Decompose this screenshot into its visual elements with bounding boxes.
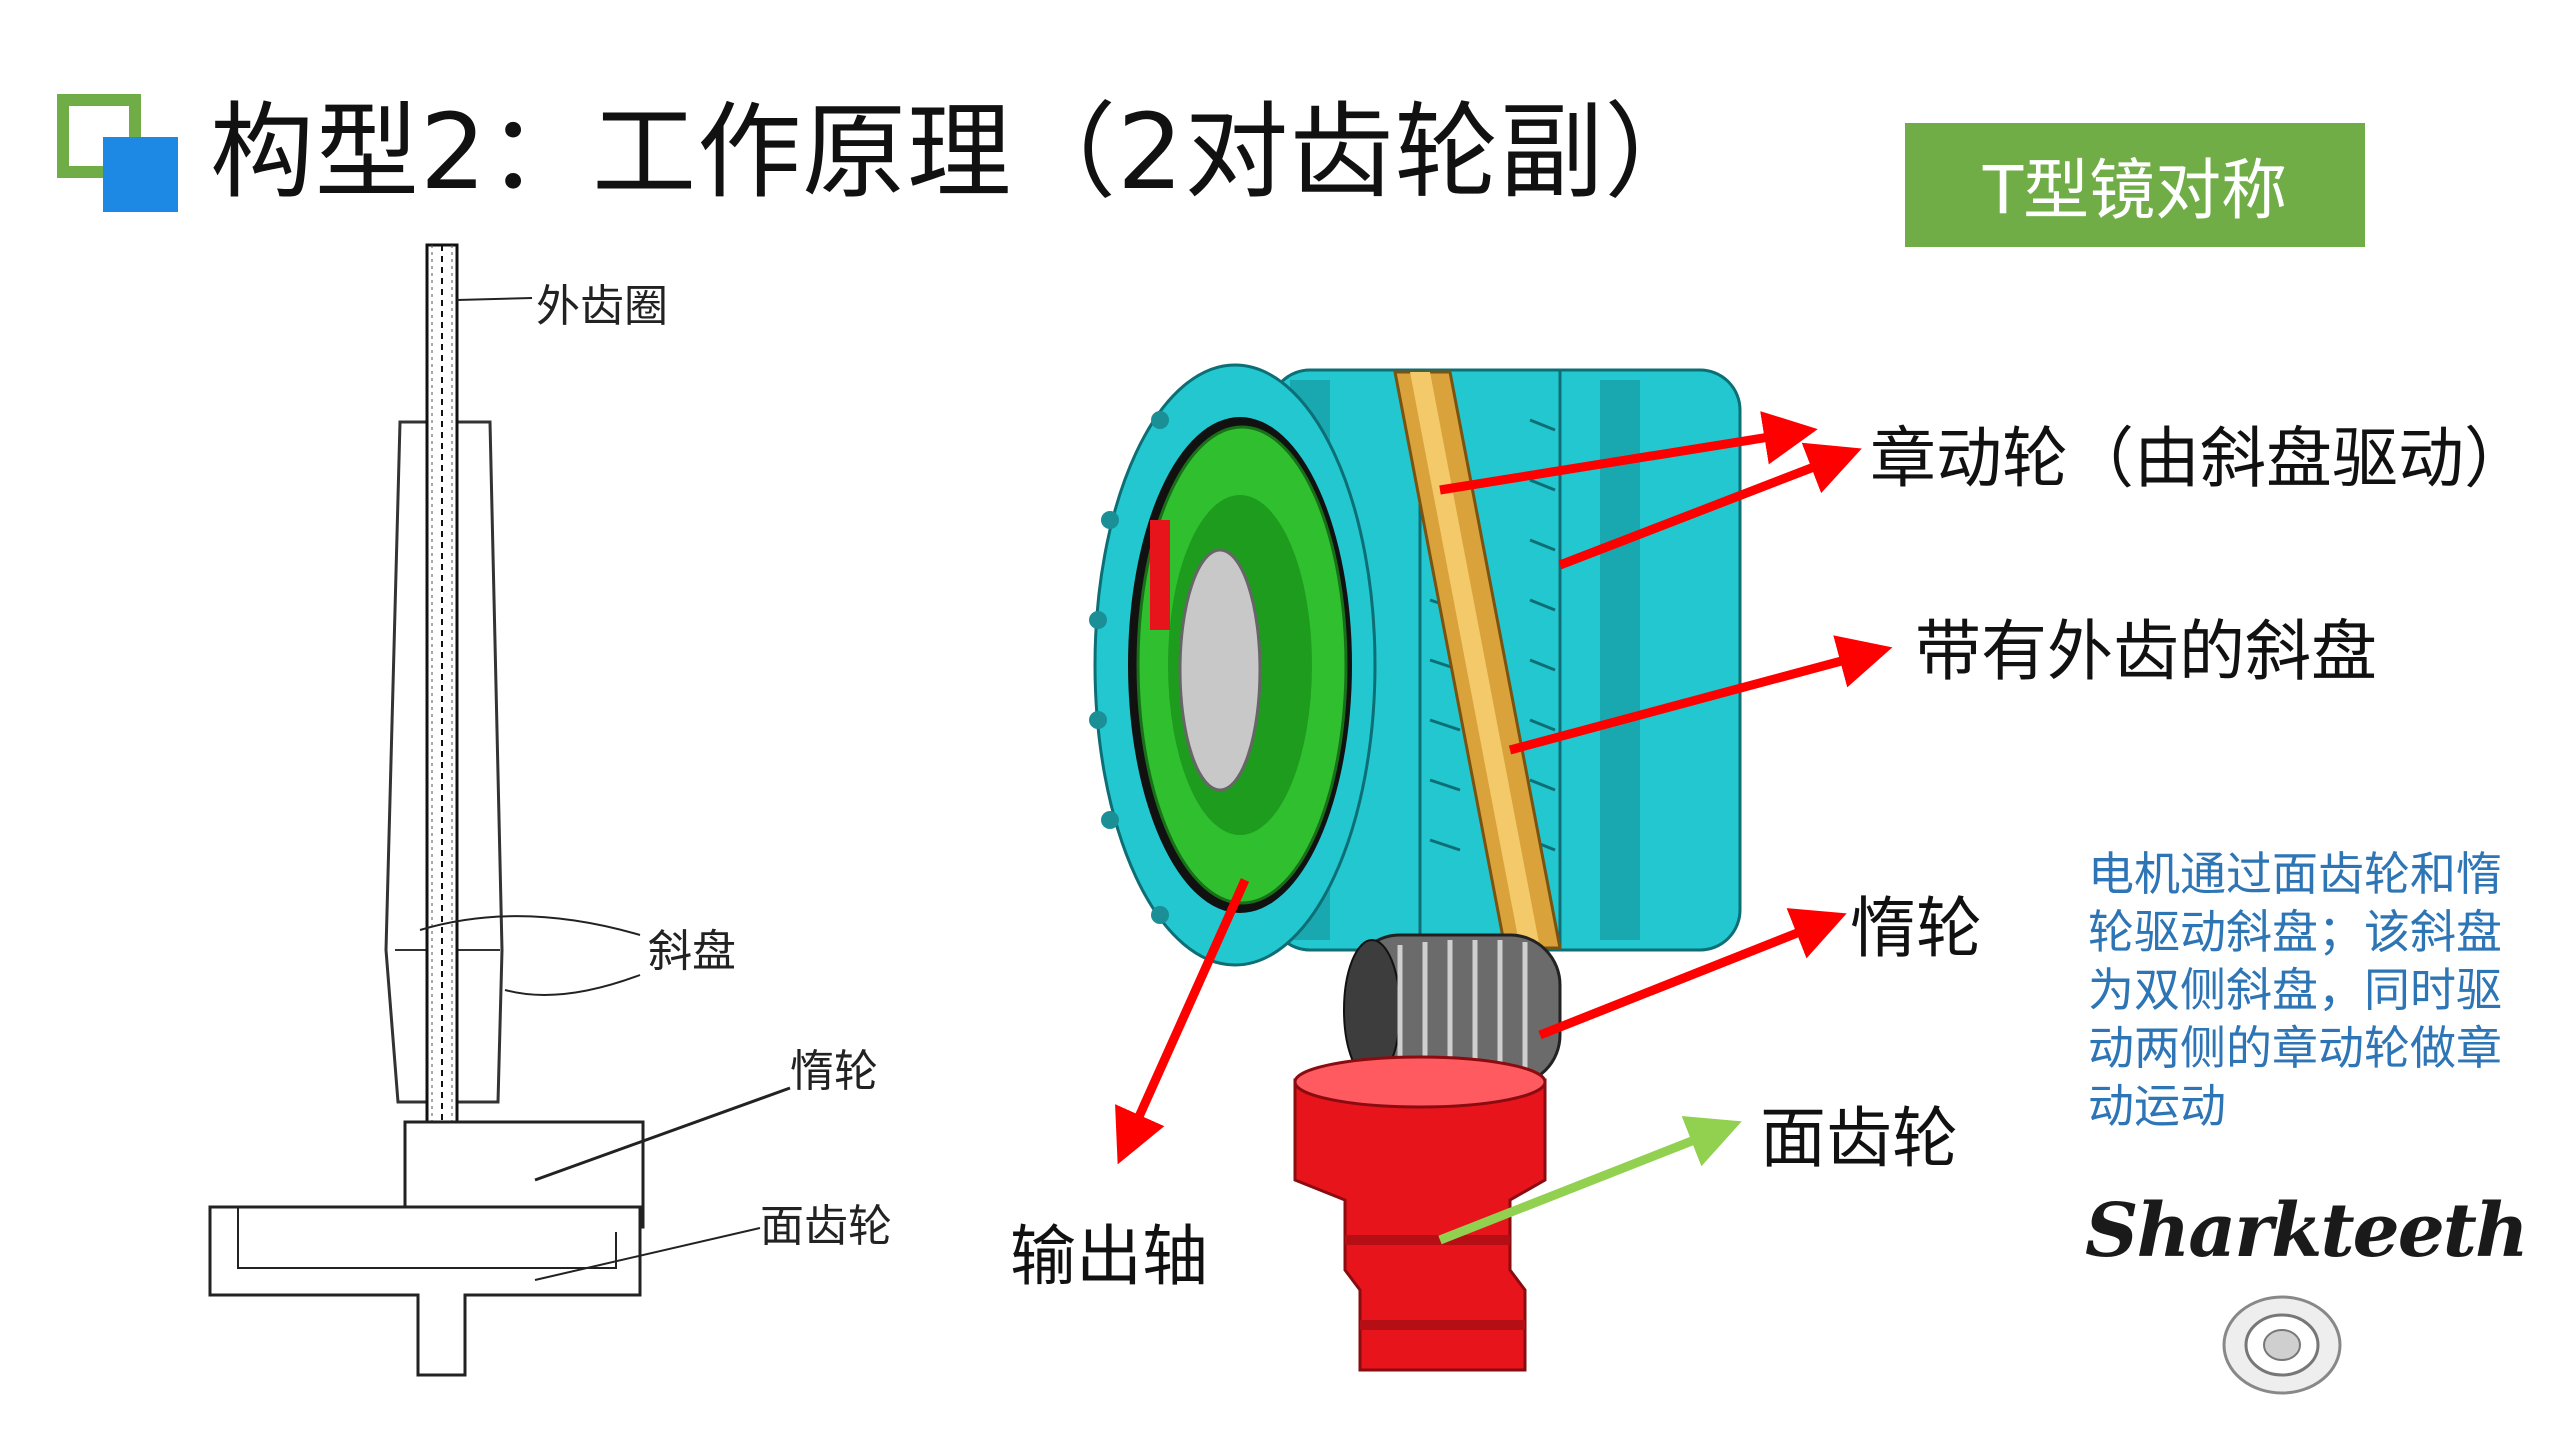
label-idler-right: 惰轮 xyxy=(1850,890,1982,967)
arrow-output-shaft xyxy=(1115,878,1250,1165)
arrow-nutation-2 xyxy=(1558,442,1862,570)
label-output-shaft: 输出轴 xyxy=(1010,1218,1208,1295)
symmetry-badge: T型镜对称 xyxy=(1905,123,2365,247)
face-gear-red-shape xyxy=(1293,1078,1547,1372)
left-schematic xyxy=(208,243,791,1377)
brand-logo-text: Sharkteeth xyxy=(2085,1188,2529,1274)
arrow-idler xyxy=(1538,908,1847,1040)
face-gear-shape xyxy=(208,1205,642,1377)
label-idler-left: 惰轮 xyxy=(790,1046,878,1097)
explanation-note: 电机通过面齿轮和惰轮驱动斜盘；该斜盘为双侧斜盘，同时驱动两侧的章动轮做章动运动 xyxy=(2088,847,2502,1133)
arrow-swash xyxy=(1508,635,1893,755)
callout-arrows xyxy=(1115,411,1893,1245)
arrow-nutation-1 xyxy=(1439,411,1818,495)
right-mechanism xyxy=(1089,363,1742,1372)
page-title: 构型2：工作原理（2对齿轮副） xyxy=(210,91,1710,213)
label-swash-plate: 斜盘 xyxy=(648,926,736,977)
title-logo-icon xyxy=(57,94,178,212)
label-swash-plate-ext: 带有外齿的斜盘 xyxy=(1915,613,2377,690)
brand-emblem-icon xyxy=(2222,1295,2342,1395)
label-face-gear-right: 面齿轮 xyxy=(1760,1100,1958,1177)
arrow-face-gear xyxy=(1438,1116,1742,1245)
label-nutation-wheel: 章动轮（由斜盘驱动） xyxy=(1870,420,2530,497)
label-outer-ring: 外齿圈 xyxy=(536,281,668,332)
label-face-gear-left: 面齿轮 xyxy=(760,1201,892,1252)
